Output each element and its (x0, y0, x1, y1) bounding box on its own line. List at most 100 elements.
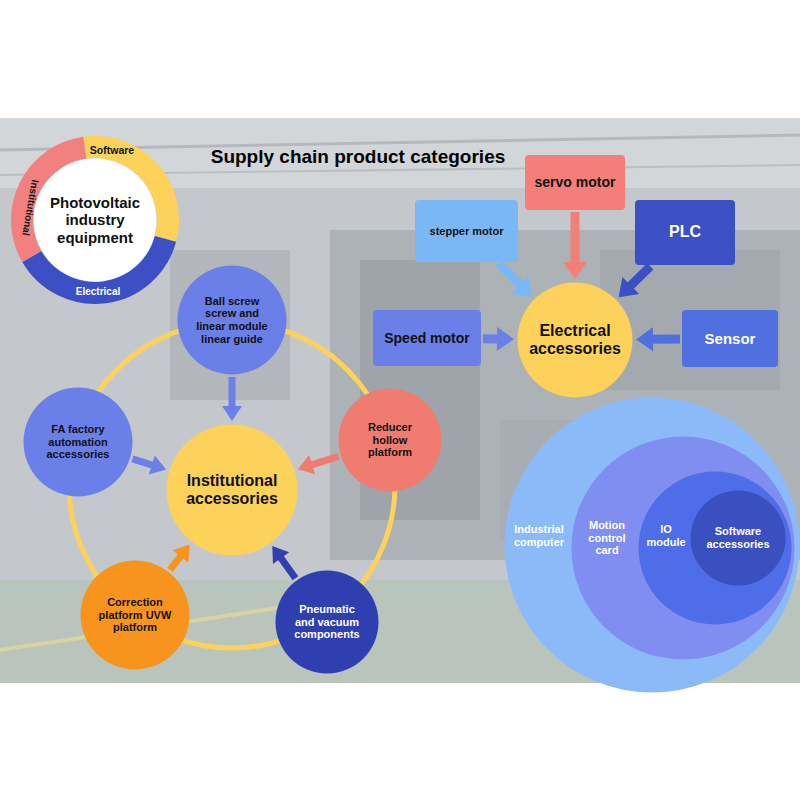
nested-circle: Motion control card IO module Software acc… (571, 436, 795, 660)
segment-label: Software (90, 144, 134, 156)
flow-arrow (298, 455, 339, 474)
text-area: Industrial computer (509, 518, 569, 554)
node-label: Industrial computer (509, 523, 569, 548)
nested-circle: Software accessories (690, 490, 786, 586)
category-circle: Institutional accessories (166, 424, 298, 556)
arrow-shaft (229, 377, 236, 409)
arrow-head (272, 546, 289, 564)
node-label: Sensor (705, 330, 756, 347)
flow-arrow (222, 377, 242, 421)
node-label: IO module (643, 523, 689, 548)
arrow-shaft (170, 554, 182, 570)
circle-fill (34, 159, 157, 282)
circle-fill (572, 437, 795, 660)
text-area: Correction platform UVW platform (95, 575, 174, 654)
flow-arrow (170, 545, 190, 570)
segment-label: Electrical (76, 286, 120, 298)
circle-fill (639, 472, 792, 625)
hub-circle: Photovoltaic industry equipment (33, 158, 157, 282)
arrow-shaft (628, 266, 650, 287)
text-area: IO module (643, 518, 689, 554)
arrow-shaft (650, 334, 680, 343)
product-circle: Pneumatic and vacuum components (275, 570, 379, 674)
flow-arrow (132, 455, 166, 474)
text-area: Ball screw screw and linear module linea… (192, 280, 271, 359)
product-box: Sensor (682, 310, 778, 367)
box-fill (635, 200, 735, 265)
text-area: Photovoltaic industry equipment (43, 168, 147, 272)
circle-fill (339, 389, 442, 492)
text-area: Motion control card (578, 512, 636, 564)
box-fill (373, 310, 481, 366)
node-label: Correction platform UVW platform (95, 596, 174, 634)
product-circle: FA factory automation accessories (23, 387, 133, 497)
arrow-head (222, 406, 242, 421)
circle-fill (505, 398, 800, 693)
category-circle: Electrical accessories (517, 282, 633, 398)
product-box: PLC (635, 200, 735, 265)
node-label: FA factory automation accessories (38, 423, 117, 461)
text-area: stepper motor (421, 206, 512, 256)
arrow-head (298, 455, 315, 474)
box-fill (525, 155, 625, 210)
node-label: Reducer hollow platform (353, 421, 428, 459)
arrow-head (173, 545, 190, 563)
circle-fill (691, 491, 786, 586)
box-fill (415, 200, 518, 262)
node-label: Speed motor (384, 330, 470, 346)
arrow-head (497, 327, 514, 351)
product-box: stepper motor (415, 200, 518, 262)
flow-arrow (272, 546, 295, 578)
node-label: Electrical accessories (527, 322, 623, 359)
node-label: stepper motor (430, 225, 504, 238)
nested-circle: Industrial computerMotion control cardIO… (504, 397, 800, 693)
product-box: Speed motor (373, 310, 481, 366)
flow-arrow (636, 327, 680, 351)
arrow-head (636, 327, 653, 351)
arrow-shaft (309, 456, 338, 465)
box-fill (682, 310, 778, 367)
diagram-title: Supply chain product categories (211, 146, 506, 168)
text-area: Pneumatic and vacuum components (290, 585, 365, 660)
arrow-shaft (279, 556, 295, 578)
text-area: servo motor (531, 161, 619, 204)
text-area: PLC (641, 206, 729, 259)
flow-arrow (483, 327, 514, 351)
flow-arrow (563, 212, 587, 279)
product-circle: Correction platform UVW platform (80, 560, 190, 670)
product-circle: Reducer hollow platform (338, 388, 442, 492)
arrow-shaft (571, 212, 580, 265)
node-label: Pneumatic and vacuum components (290, 603, 365, 641)
text-area: Reducer hollow platform (353, 403, 428, 478)
circle-fill (276, 571, 379, 674)
node-label: Ball screw screw and linear module linea… (192, 295, 271, 346)
product-box: servo motor (525, 155, 625, 210)
flow-arrow (499, 263, 532, 296)
node-label: Motion control card (578, 519, 636, 557)
arrow-head (149, 455, 166, 474)
circle-fill (518, 283, 633, 398)
circle-fill (81, 561, 190, 670)
text-area: Institutional accessories (180, 438, 284, 542)
arrow-head (511, 276, 531, 297)
node-label: Software accessories (698, 525, 778, 550)
text-area: FA factory automation accessories (38, 402, 117, 481)
node-label: Institutional accessories (180, 472, 284, 509)
text-area: Software accessories (698, 498, 778, 578)
circle-fill (178, 266, 287, 375)
flow-arrow (619, 266, 651, 297)
circle-fill (24, 388, 133, 497)
text-area: Electrical accessories (527, 292, 623, 388)
arrow-head (619, 277, 640, 297)
node-label: Photovoltaic industry equipment (43, 194, 147, 246)
nested-circle: IO module Software accessories (638, 471, 792, 625)
node-label: servo motor (535, 174, 616, 190)
text-area: Sensor (688, 316, 772, 361)
arrow-head (563, 262, 587, 279)
arrow-shaft (499, 263, 523, 287)
text-area: Speed motor (379, 316, 475, 360)
circle-fill (167, 425, 298, 556)
product-circle: Ball screw screw and linear module linea… (177, 265, 287, 375)
node-label: PLC (669, 223, 701, 241)
